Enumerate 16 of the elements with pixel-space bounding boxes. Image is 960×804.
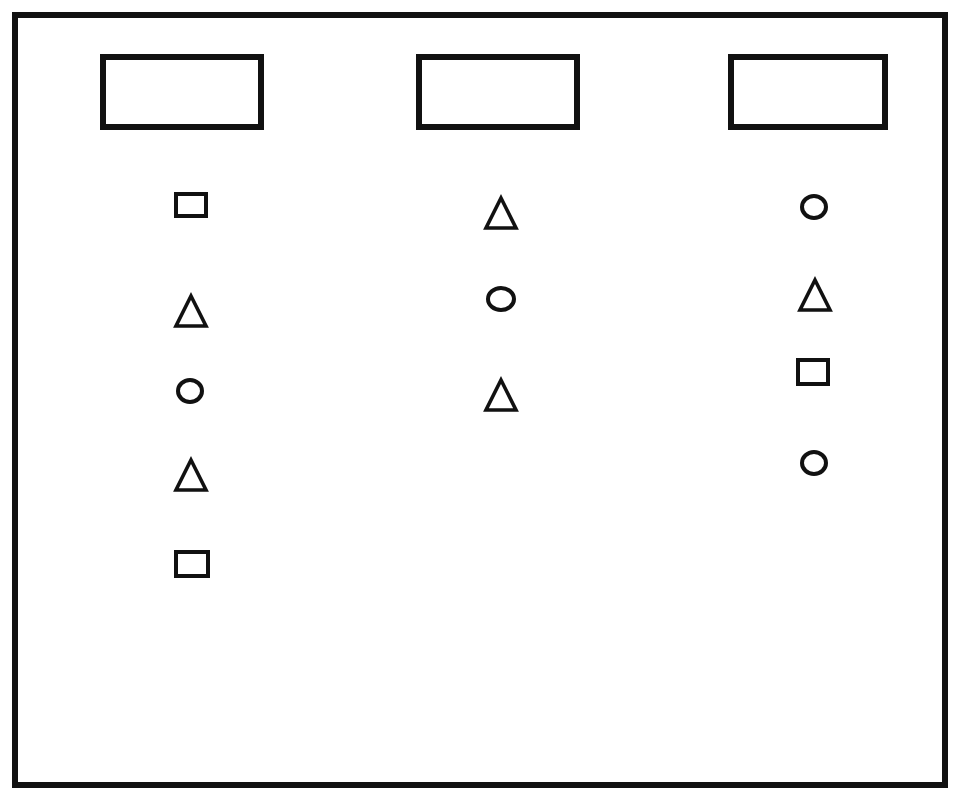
square-symbol [174, 192, 208, 218]
triangle-symbol [484, 196, 518, 230]
circle-symbol [486, 286, 516, 312]
frame-border [12, 12, 948, 788]
rectangle [728, 54, 888, 130]
circle-symbol [800, 194, 828, 220]
triangle-symbol [798, 278, 832, 312]
circle-symbol [176, 378, 204, 404]
square-symbol [174, 550, 210, 578]
circle-symbol [800, 450, 828, 476]
rectangle [416, 54, 580, 130]
rectangle [100, 54, 264, 130]
square-symbol [796, 358, 830, 386]
triangle-symbol [174, 294, 208, 328]
triangle-symbol [174, 458, 208, 492]
triangle-symbol [484, 378, 518, 412]
